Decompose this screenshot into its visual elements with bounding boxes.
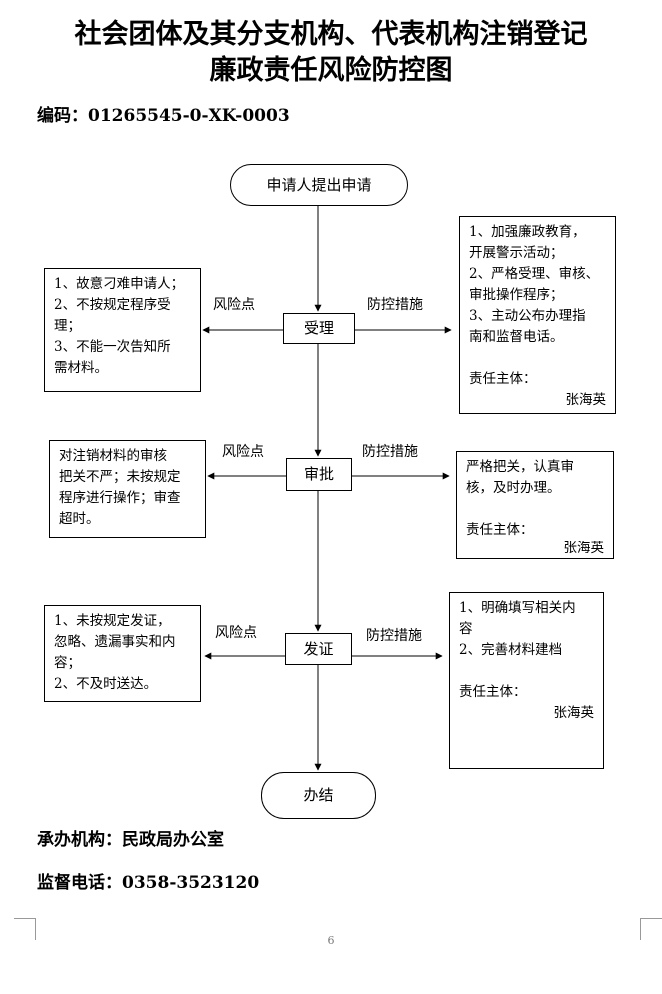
risk-line: 2、不按规定程序受	[54, 297, 171, 313]
document-title-line2: 廉政责任风险防控图	[209, 55, 453, 86]
measure-line: 2、完善材料建档	[459, 642, 563, 658]
measure-line: 严格把关，认真审	[466, 459, 574, 475]
step-issue: 发证	[285, 633, 352, 665]
measure-line: 开展警示活动；	[469, 245, 564, 261]
document-title-line1: 社会团体及其分支机构、代表机构注销登记	[74, 19, 588, 50]
owner-name: 张海英	[565, 392, 607, 408]
measure-box-issue: 1、明确填写相关内 容 2、完善材料建档 责任主体： 张海英	[449, 592, 604, 769]
measure-line: 容	[459, 621, 473, 637]
risk-line: 理；	[54, 318, 81, 334]
step-approve: 审批	[286, 458, 352, 491]
risk-line: 忽略、遗漏事实和内	[54, 634, 176, 650]
owner-label: 责任主体：	[469, 371, 537, 387]
risk-line: 把关不严；未按规定	[59, 469, 181, 485]
measure-box-accept: 1、加强廉政教育， 开展警示活动； 2、严格受理、审核、 审批操作程序； 3、主…	[459, 216, 616, 414]
measure-line: 2、严格受理、审核、	[469, 266, 600, 282]
measure-line: 南和监督电话。	[469, 329, 564, 345]
supervision-phone: 监督电话：0358-3523120	[37, 873, 260, 893]
risk-label-issue: 风险点	[215, 625, 257, 641]
risk-line: 1、未按规定发证，	[54, 613, 171, 629]
measure-label-approve: 防控措施	[362, 444, 418, 460]
risk-box-accept: 1、故意刁难申请人； 2、不按规定程序受 理； 3、不能一次告知所 需材料。	[44, 268, 201, 392]
risk-line: 超时。	[59, 511, 100, 527]
risk-label-accept: 风险点	[213, 297, 255, 313]
risk-line: 需材料。	[54, 360, 108, 376]
measure-line: 1、加强廉政教育，	[469, 224, 586, 240]
start-node: 申请人提出申请	[230, 164, 408, 206]
risk-line: 1、故意刁难申请人；	[54, 276, 185, 292]
measure-label-accept: 防控措施	[367, 297, 423, 313]
page-number: 6	[327, 934, 335, 947]
risk-line: 对注销材料的审核	[59, 448, 167, 464]
risk-line: 容；	[54, 655, 81, 671]
end-node: 办结	[261, 772, 376, 819]
risk-line: 3、不能一次告知所	[54, 339, 171, 355]
measure-line: 3、主动公布办理指	[469, 308, 586, 324]
owner-name: 张海英	[563, 541, 605, 555]
risk-label-approve: 风险点	[222, 444, 264, 460]
page-corner-mark-right	[640, 918, 662, 940]
risk-box-approve: 对注销材料的审核 把关不严；未按规定 程序进行操作；审查 超时。	[49, 440, 206, 538]
risk-box-issue: 1、未按规定发证， 忽略、遗漏事实和内 容； 2、不及时送达。	[44, 605, 201, 702]
risk-line: 2、不及时送达。	[54, 676, 158, 692]
risk-line: 程序进行操作；审查	[59, 490, 181, 506]
document-code: 编码：01265545-0-XK-0003	[37, 106, 290, 126]
measure-label-issue: 防控措施	[366, 628, 422, 644]
measure-line: 核，及时办理。	[466, 480, 561, 496]
measure-line: 审批操作程序；	[469, 287, 564, 303]
measure-box-approve: 严格把关，认真审 核，及时办理。 责任主体： 张海英	[456, 451, 614, 559]
measure-line: 1、明确填写相关内	[459, 600, 576, 616]
owner-name: 张海英	[553, 705, 595, 721]
handling-agency: 承办机构：民政局办公室	[37, 830, 224, 850]
owner-label: 责任主体：	[466, 522, 534, 538]
page-corner-mark-left	[14, 918, 36, 940]
owner-label: 责任主体：	[459, 684, 527, 700]
step-accept: 受理	[283, 313, 355, 344]
